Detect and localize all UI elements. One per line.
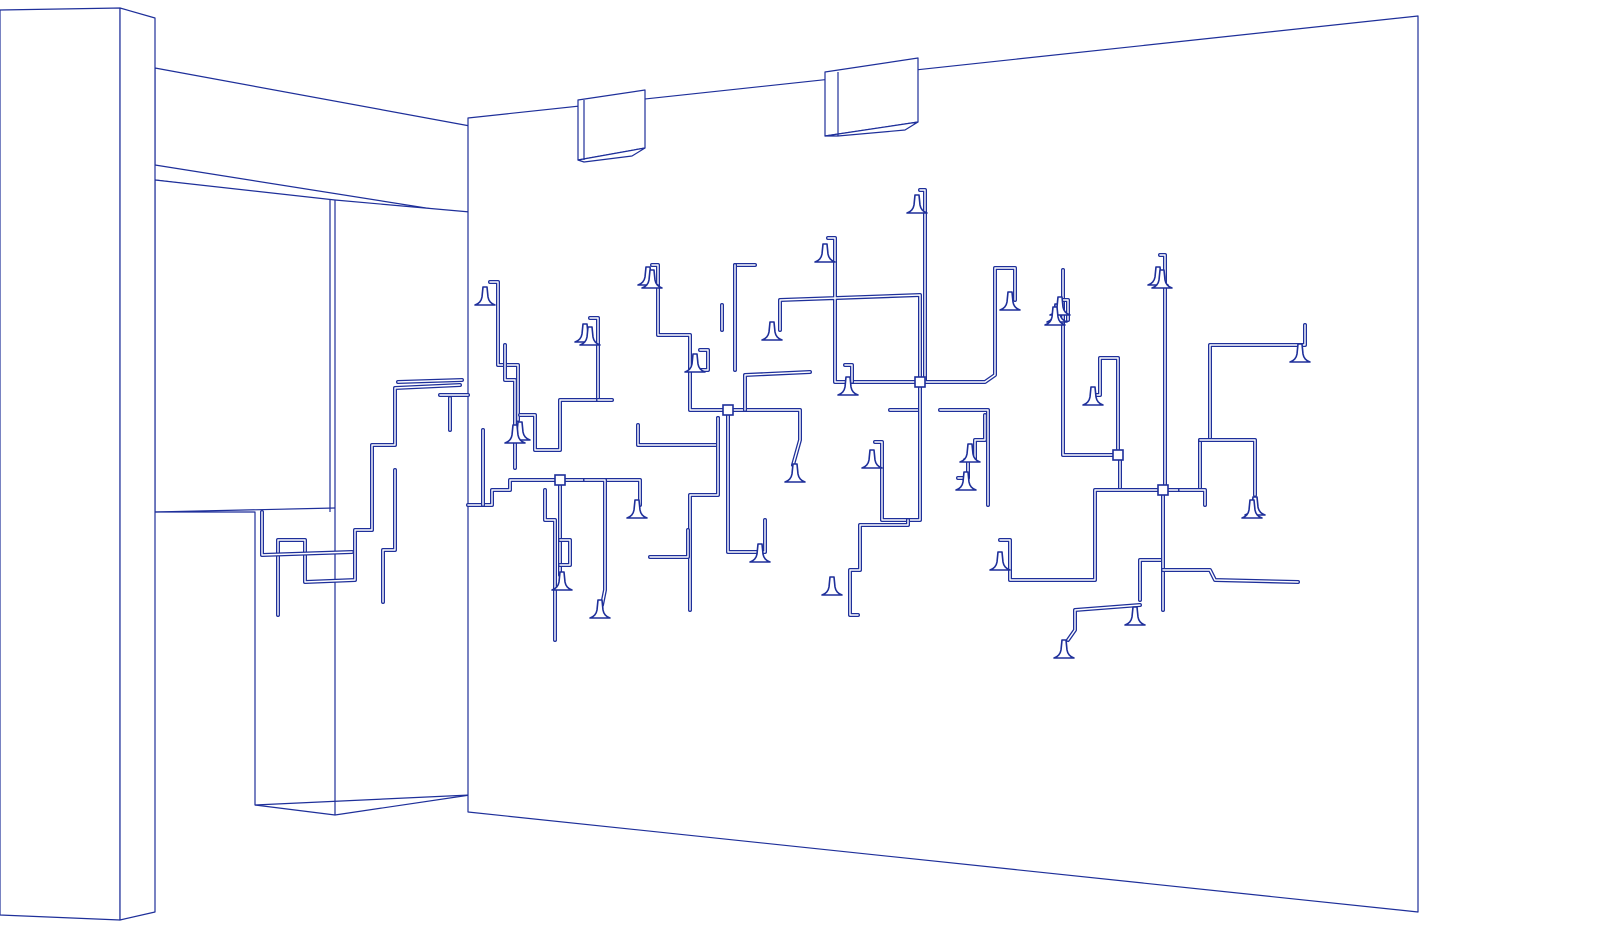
pipe-segment-core (1199, 439, 1256, 496)
horn-speaker-icon (861, 449, 883, 469)
pipe-segment-core (844, 364, 853, 383)
pipe-segment-core (727, 409, 766, 553)
column-face (0, 7, 121, 921)
lintel-line (154, 507, 336, 513)
column-side (119, 7, 156, 921)
horn-speaker-icon (1053, 639, 1075, 659)
left-column (0, 7, 156, 921)
pipe-junctions (554, 376, 1169, 496)
pipe-segment-core (1179, 489, 1206, 506)
pipe-segment-core (849, 519, 909, 616)
floor-line-back (254, 794, 471, 806)
ceiling-light-left (577, 89, 646, 163)
pipe-junction (914, 376, 926, 388)
horn-speaker-icon (641, 269, 663, 289)
pipe-junction (554, 474, 566, 486)
pipe-segment-core (939, 409, 989, 506)
horn-speaker-icon (784, 463, 806, 483)
pipe-segment-core (504, 344, 516, 469)
horn-speaker-icon (955, 471, 977, 491)
pipe-segment-core (397, 379, 463, 383)
horn-speaker-icon (1124, 606, 1146, 626)
pipe-junction (722, 404, 734, 416)
horn-speaker-icon (999, 291, 1021, 311)
pipe-segment-core (544, 489, 556, 641)
ceiling-lights (577, 57, 919, 163)
horn-speaker-icon (959, 443, 981, 463)
pipe-segment-core (467, 479, 641, 506)
horn-speaker-icon (474, 286, 496, 306)
horn-speaker-icon (1151, 269, 1173, 289)
pipe-segment-core (744, 371, 811, 411)
pipe-segment-core (1162, 569, 1299, 583)
pipe-network (260, 188, 1307, 642)
horn-speaker-icon (749, 543, 771, 563)
horn-speaker-icon (906, 194, 928, 214)
pipe-segment-core (874, 381, 921, 521)
horn-speaker-icon (761, 321, 783, 341)
pipe-segment-core (1067, 604, 1141, 641)
pipe-segment-core (649, 529, 689, 558)
horn-speaker-icon (821, 576, 843, 596)
pipe-segment-core (559, 539, 571, 566)
pipe-junction (1112, 449, 1124, 461)
horn-speaker-icon (579, 326, 601, 346)
main-wall (467, 15, 1419, 913)
horn-speaker-icon (504, 424, 526, 444)
horn-speaker-icon (1044, 306, 1066, 326)
pipe-segment-core (1094, 357, 1119, 456)
pipe-segment-core (1159, 254, 1166, 491)
pipe-segment-core (919, 189, 1016, 383)
pipe-segment-core (489, 281, 519, 421)
horn-speaker-icon (589, 599, 611, 619)
horn-speaker-icon (684, 353, 706, 373)
horn-speaker-icon (626, 499, 648, 519)
horn-speaker-icon (1082, 386, 1104, 406)
horn-speaker-icon (551, 571, 573, 591)
pipe-segment-core (519, 317, 599, 451)
horn-speaker-icon (1241, 499, 1263, 519)
pipe-segment-core (999, 489, 1164, 581)
horn-speaker-icon (837, 376, 859, 396)
horn-speaker-icon (989, 551, 1011, 571)
pipe-segment-core (382, 469, 396, 603)
back-doorway-frame (154, 179, 471, 816)
pipe-segment-core (584, 479, 606, 606)
pipe-junction (1157, 484, 1169, 496)
back-room (154, 67, 471, 816)
pipe-segment-core (261, 511, 353, 556)
horn-speaker-icon (814, 243, 836, 263)
pipe-segment-core (277, 384, 461, 616)
horn-speaker-icon (1289, 343, 1311, 363)
horn-speakers (474, 194, 1311, 659)
ceiling-light-right (824, 57, 919, 137)
